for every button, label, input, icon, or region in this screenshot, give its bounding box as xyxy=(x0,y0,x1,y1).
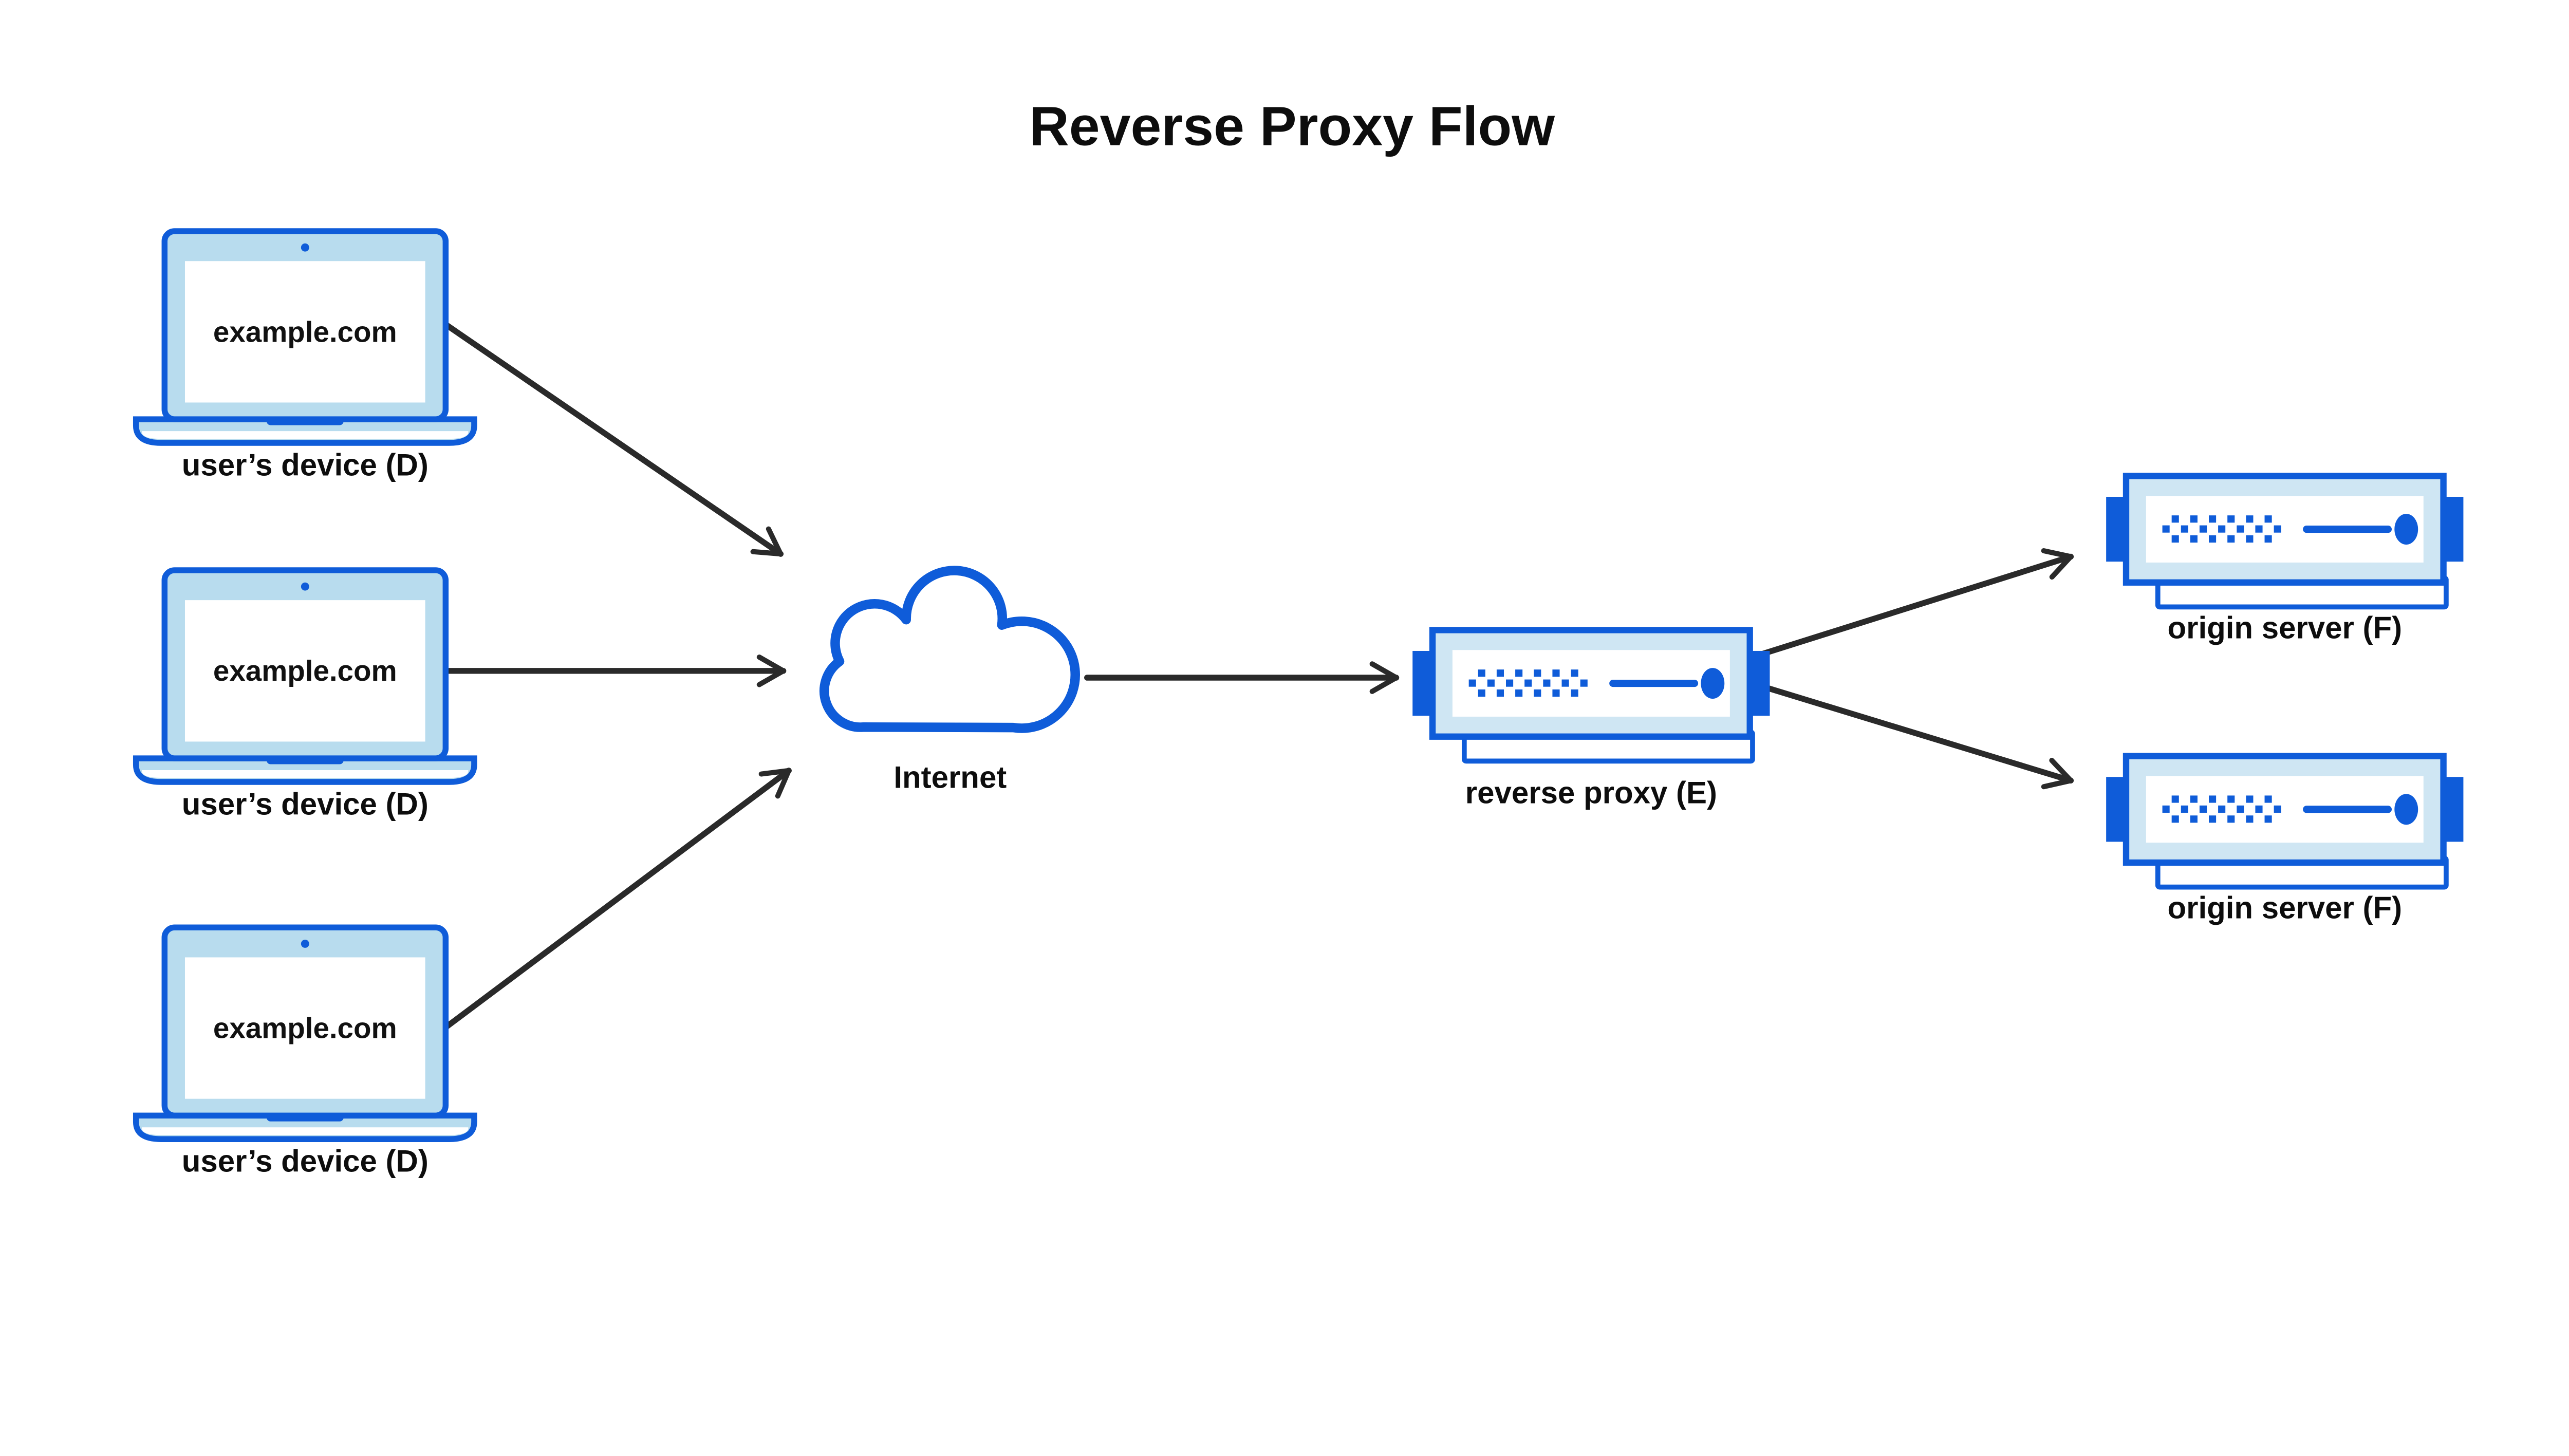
server-icon xyxy=(2106,756,2463,887)
origin-server1-label: origin server (F) xyxy=(2167,610,2402,645)
flow-arrows xyxy=(443,322,2074,1030)
node-internet: Internet xyxy=(819,566,1080,794)
cloud-icon xyxy=(819,566,1080,733)
server-icon xyxy=(2106,476,2463,607)
page-title: Reverse Proxy Flow xyxy=(1029,95,1555,157)
origin-server2-label: origin server (F) xyxy=(2167,891,2402,925)
node-user-device-3: example.com user’s device (D) xyxy=(136,927,474,1179)
device2-label: user’s device (D) xyxy=(182,787,429,821)
node-user-device-2: example.com user’s device (D) xyxy=(136,570,474,821)
arrow-device3-to-internet xyxy=(443,768,792,1030)
arrow-device1-to-internet xyxy=(443,322,784,557)
internet-label: Internet xyxy=(893,760,1007,794)
node-reverse-proxy: reverse proxy (E) xyxy=(1412,630,1770,810)
reverse-proxy-flow-diagram: Reverse Proxy Flow example.com user’s de… xyxy=(133,95,2467,1179)
node-user-device-1: example.com user’s device (D) xyxy=(136,231,474,482)
device3-screen-text: example.com xyxy=(213,1012,397,1044)
device3-label: user’s device (D) xyxy=(182,1144,429,1179)
arrow-reverse-proxy-to-origin2 xyxy=(1756,682,2074,790)
arrow-reverse-proxy-to-origin1 xyxy=(1756,548,2074,658)
device1-screen-text: example.com xyxy=(213,315,397,348)
reverse-proxy-label: reverse proxy (E) xyxy=(1465,775,1717,810)
server-icon xyxy=(1412,630,1770,761)
node-origin-server-2: origin server (F) xyxy=(2106,756,2463,925)
device2-screen-text: example.com xyxy=(213,655,397,687)
node-origin-server-1: origin server (F) xyxy=(2106,476,2463,645)
device1-label: user’s device (D) xyxy=(182,448,429,482)
